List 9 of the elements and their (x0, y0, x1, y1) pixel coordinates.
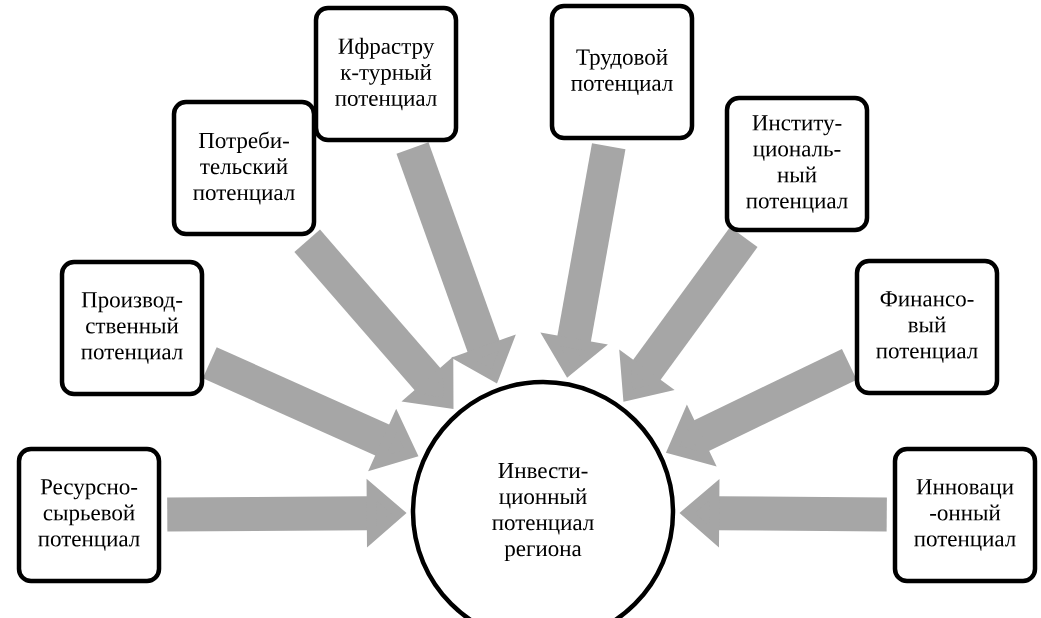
potential-box: Финансо- вый потенциал (854, 258, 1000, 396)
potential-box: Институ- циональ- ный потенциал (724, 95, 870, 233)
potential-box: Ифрастру к-турный потенциал (313, 5, 459, 143)
potential-box: Потреби- тельский потенциал (171, 99, 317, 237)
potential-box: Производ- ственный потенциал (59, 259, 205, 397)
block-arrow (294, 229, 454, 409)
potential-box: Инноваци -онный потенциал (892, 446, 1038, 584)
potential-box: Ресурсно- сырьевой потенциал (16, 446, 162, 584)
potential-box: Трудовой потенциал (549, 3, 695, 141)
